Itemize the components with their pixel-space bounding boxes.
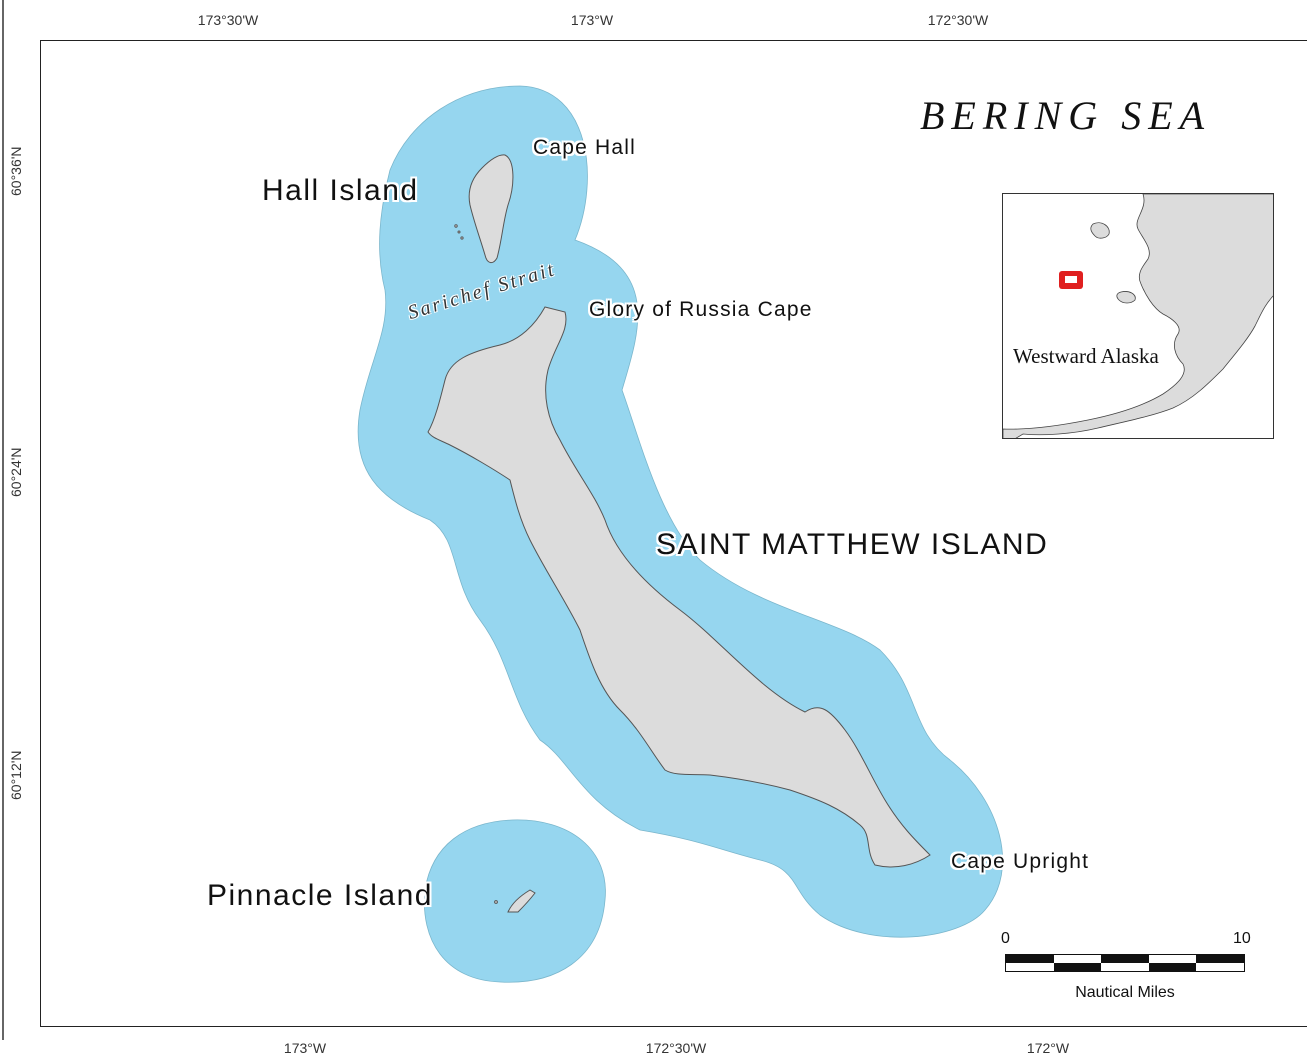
inset-nunivak-island	[1116, 291, 1136, 304]
buffer-pinnacle	[423, 819, 606, 983]
inset-locator-map: Westward Alaska	[1002, 193, 1274, 439]
scale-bar-segments	[1005, 954, 1245, 972]
islet-3	[460, 236, 464, 240]
scale-cell	[1101, 963, 1149, 971]
pinnacle-island-label: Pinnacle Island	[207, 879, 433, 912]
scale-end-label: 10	[1233, 930, 1251, 947]
land-masses	[427, 154, 931, 913]
scale-unit-label: Nautical Miles	[1075, 984, 1175, 1001]
scale-cell	[1006, 955, 1054, 963]
scale-cell	[1196, 963, 1244, 971]
graticule-bottom-lon-1: 173°W	[283, 1040, 327, 1056]
graticule-top-lon-3: 172°30'W	[927, 12, 989, 28]
water-buffer-zones	[357, 85, 1003, 983]
map-frame	[40, 40, 1307, 1027]
scale-start-label: 0	[1001, 930, 1010, 947]
inset-st-lawrence-island	[1090, 222, 1110, 239]
graticule-bottom-lon-3: 172°W	[1026, 1040, 1070, 1056]
scale-cell	[1053, 963, 1102, 971]
scale-cell	[1148, 955, 1197, 963]
bering-sea-label: BERING SEA	[920, 93, 1212, 138]
scale-cell	[1053, 955, 1102, 963]
inset-label: Westward Alaska	[1013, 344, 1159, 368]
islet-2	[457, 230, 461, 234]
graticule-top-lon-1: 173°30'W	[197, 12, 259, 28]
graticule-top-lon-2: 173°W	[570, 12, 614, 28]
saint-matthew-island-shape	[427, 306, 931, 868]
graticule-bottom-lon-2: 172°30'W	[645, 1040, 707, 1056]
scale-cell	[1148, 963, 1197, 971]
pinnacle-island-shape	[507, 889, 536, 913]
islet-1	[454, 224, 458, 228]
scale-cell	[1006, 963, 1054, 971]
islet-4	[494, 900, 498, 904]
hall-island-shape	[468, 154, 514, 263]
scale-cell	[1196, 955, 1244, 963]
inset-alaska-mainland	[1003, 194, 1273, 438]
scale-cell	[1101, 955, 1149, 963]
cape-hall-label: Cape Hall	[533, 136, 637, 159]
glory-of-russia-cape-label: Glory of Russia Cape	[589, 298, 813, 321]
buffer-hall-saint-matthew	[357, 85, 1003, 938]
hall-island-label: Hall Island	[262, 174, 419, 207]
cape-upright-label: Cape Upright	[951, 850, 1090, 873]
saint-matthew-island-label: SAINT MATTHEW ISLAND	[656, 528, 1049, 561]
inset-map-canvas	[1003, 194, 1273, 438]
inset-location-marker-core	[1065, 276, 1077, 283]
